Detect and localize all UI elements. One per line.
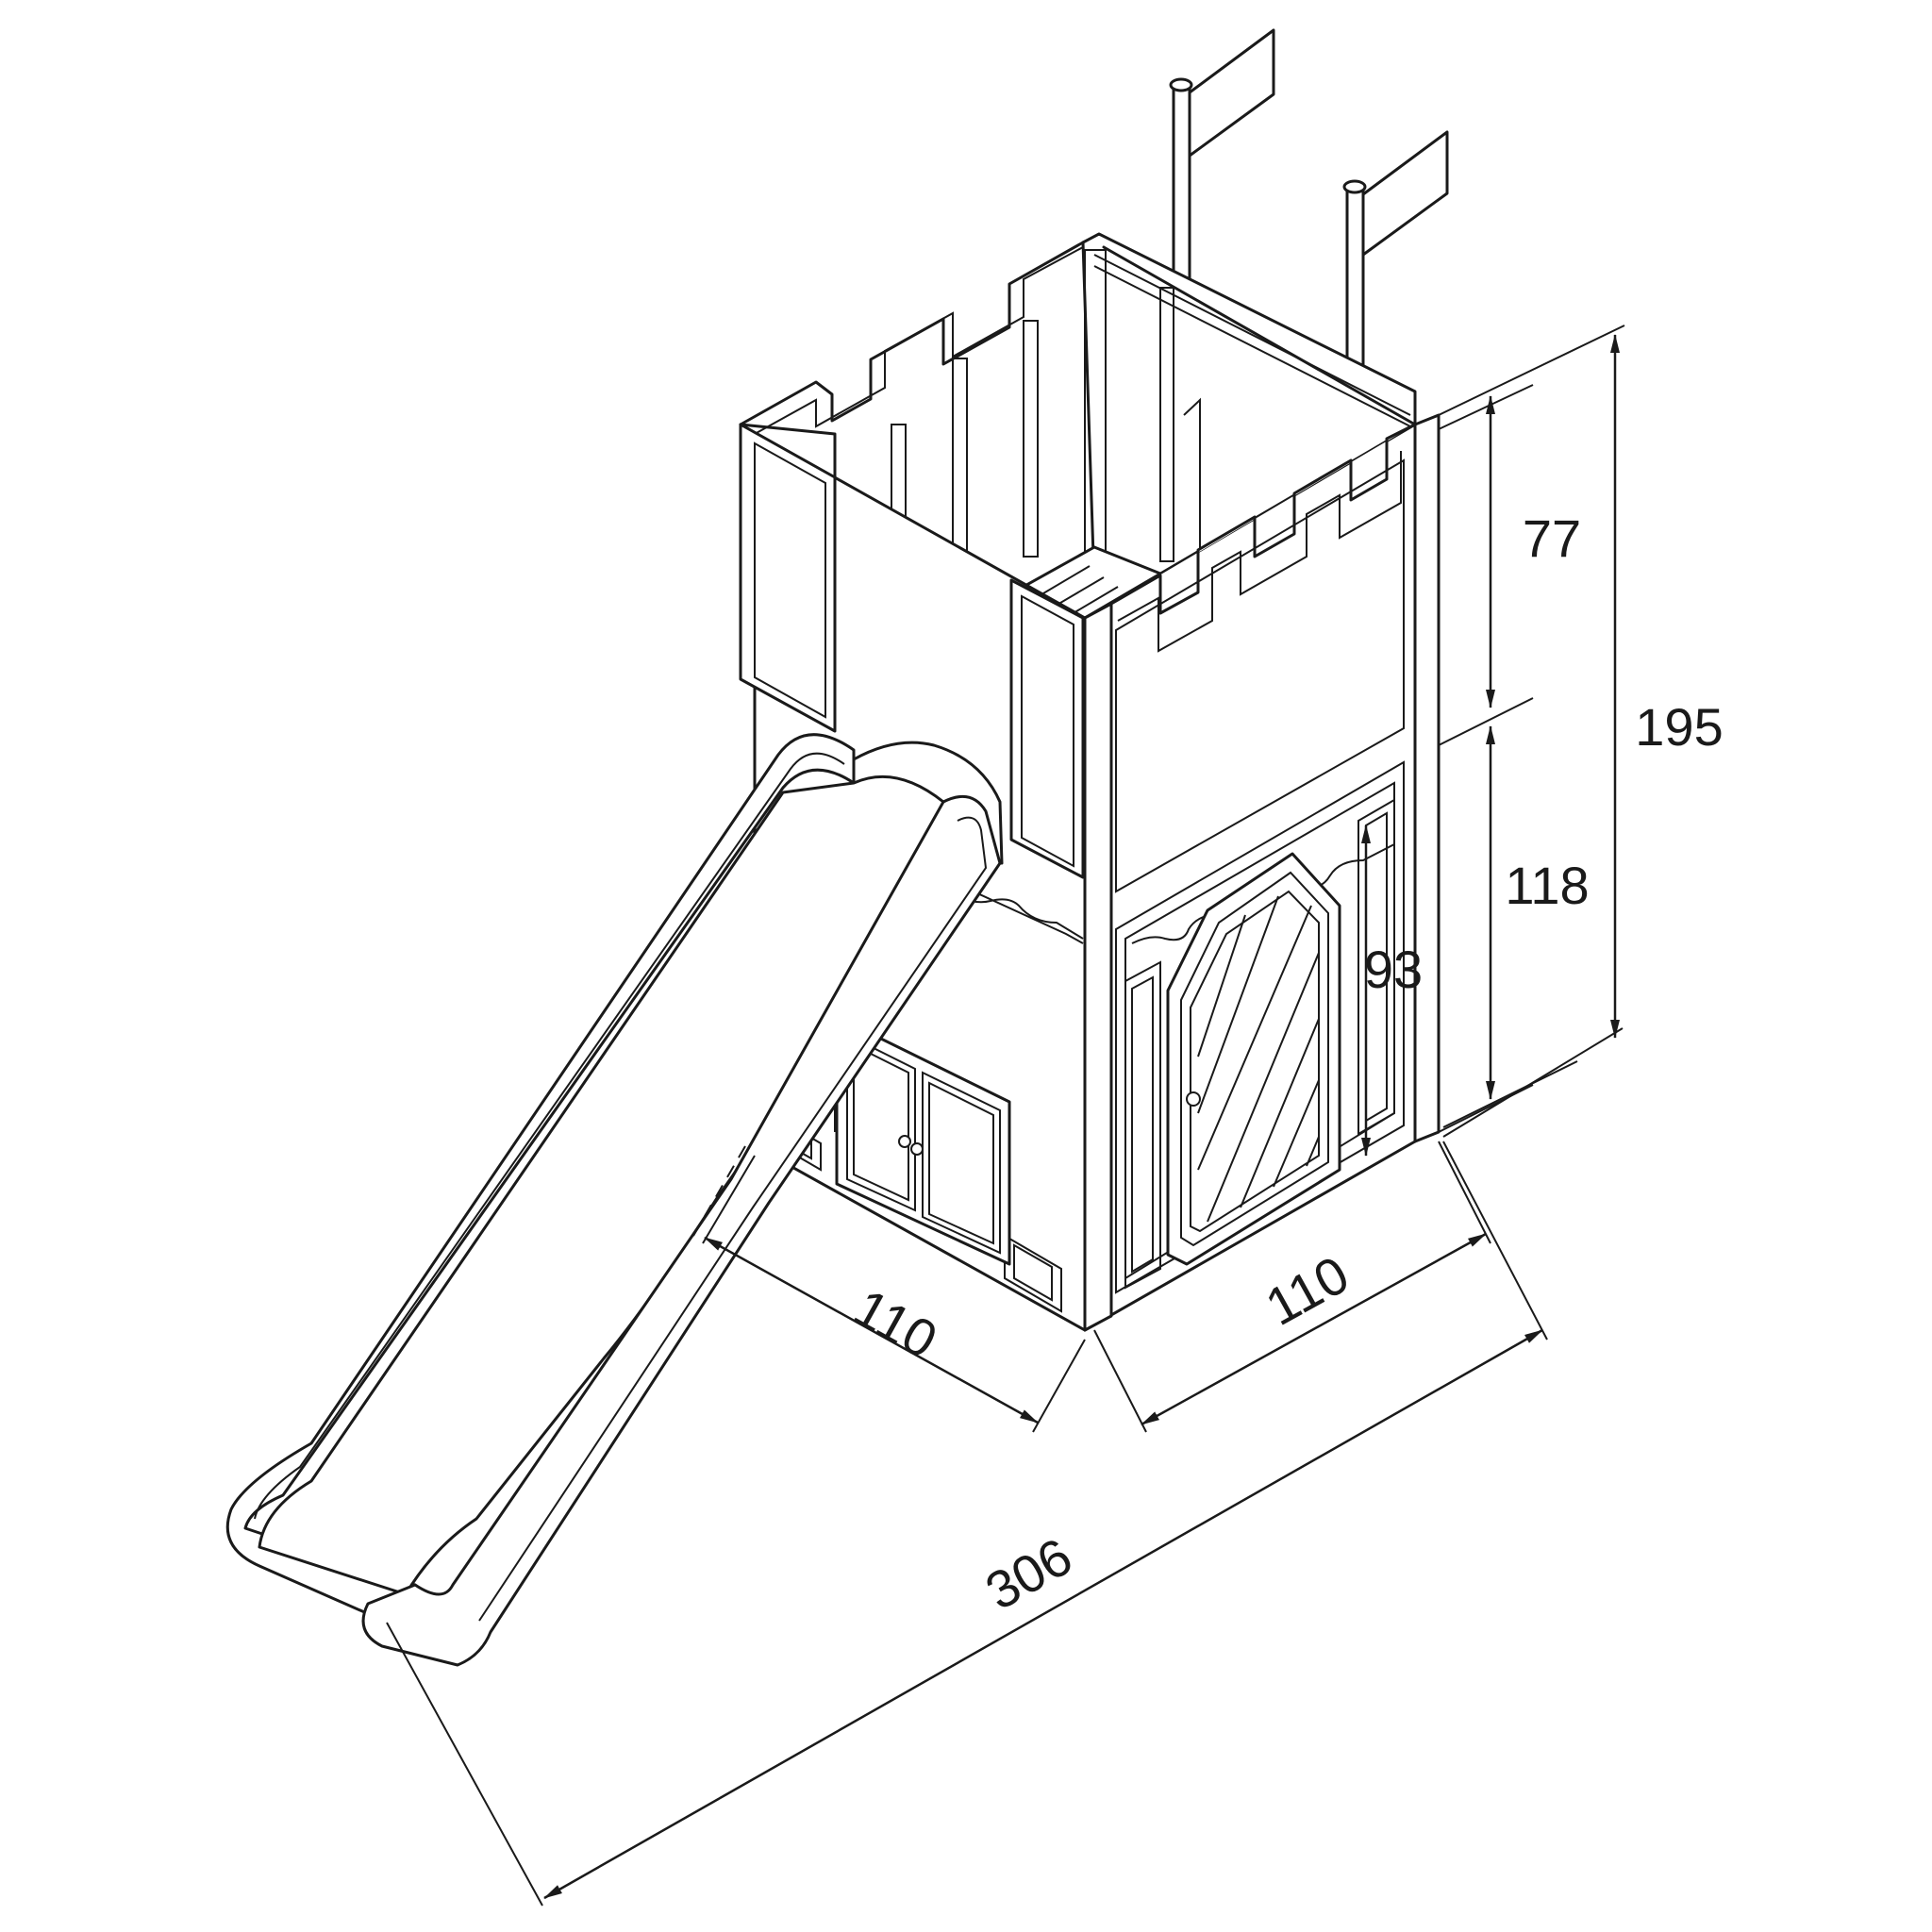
dim-110-right-label: 110 — [1256, 1244, 1358, 1337]
arched-door — [1166, 852, 1341, 1266]
knob-right-icon — [910, 1142, 924, 1156]
door-knob-icon — [1186, 1091, 1201, 1107]
dim-306-label: 306 — [975, 1526, 1081, 1622]
dim-77-label: 77 — [1523, 508, 1581, 568]
dim-118-label: 118 — [1505, 856, 1589, 915]
dim-93-label: 93 — [1364, 940, 1423, 999]
dim-110-left-label: 110 — [844, 1277, 947, 1370]
flag-right — [1342, 130, 1449, 387]
flag-left — [1169, 28, 1275, 285]
dim-195-label: 195 — [1635, 697, 1723, 757]
knob-left-icon — [898, 1135, 911, 1148]
